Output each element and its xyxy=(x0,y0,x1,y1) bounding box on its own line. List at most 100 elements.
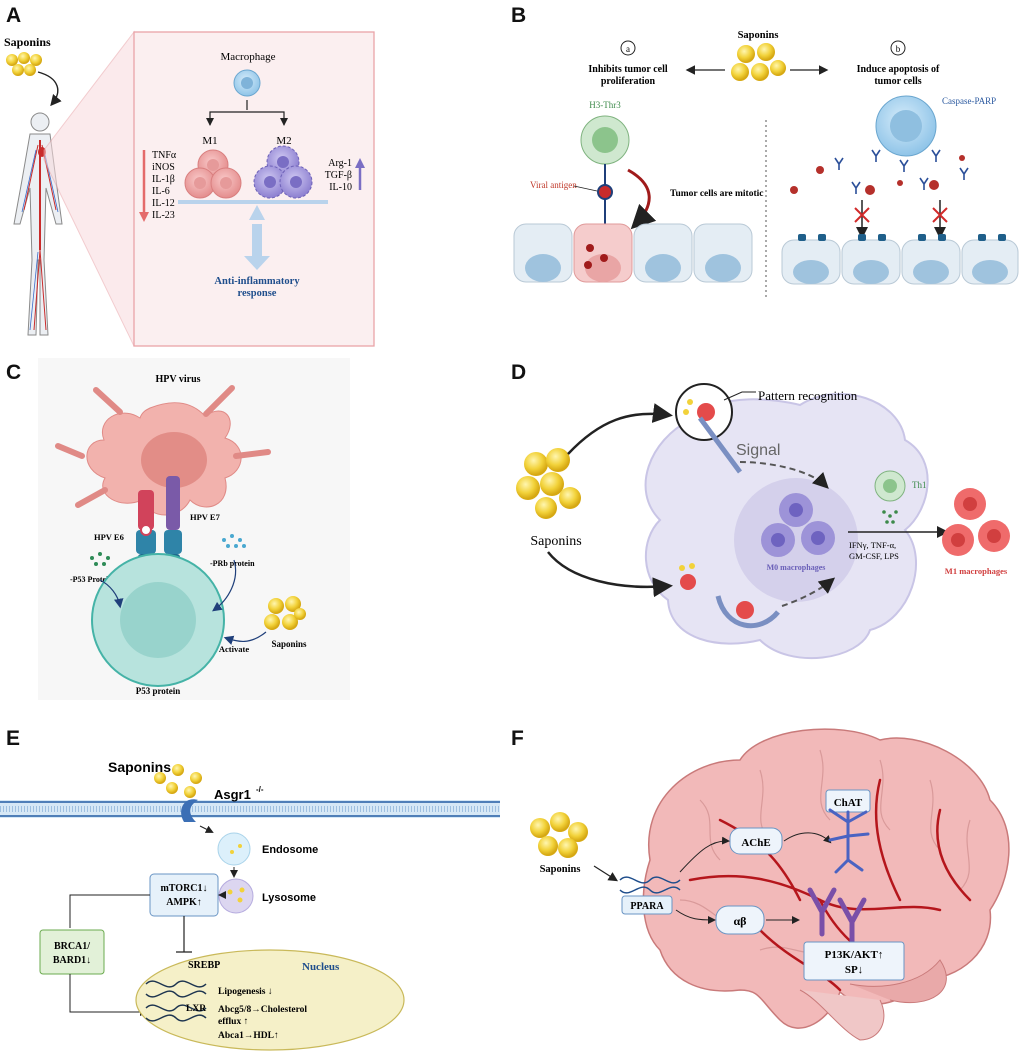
b-left-epithelium xyxy=(513,223,753,283)
m2-marker: TGF-β xyxy=(325,170,352,181)
e-efflux-label: efflux ↑ xyxy=(218,1017,248,1027)
a-response-line1: Anti-inflammatory xyxy=(214,276,300,287)
e-brca-box xyxy=(39,929,105,975)
b-left-title-2: proliferation xyxy=(601,76,656,87)
e-lxr-label: LXR xyxy=(186,1004,206,1014)
panel-d: M0 macrophages Signal Pattern recognitio… xyxy=(516,383,1010,660)
d-m1-label: M1 macrophages xyxy=(945,566,1008,576)
e-abca1-label: Abca1→HDL↑ xyxy=(218,1031,279,1041)
c-saponins-label: Saponins xyxy=(271,639,307,649)
m1-cells xyxy=(184,149,242,199)
antibody-icon xyxy=(834,149,969,194)
d-saponins-label: Saponins xyxy=(530,534,581,549)
panel-letter-e: E xyxy=(6,727,21,750)
b-h3-label: H3-Thr3 xyxy=(589,100,621,110)
panel-letter-b: B xyxy=(511,4,527,27)
a-m1-label: M1 xyxy=(202,135,217,147)
e-mtor-box xyxy=(149,873,219,917)
saponin-cluster-icon xyxy=(264,596,306,630)
dna-icon xyxy=(619,876,681,894)
panel-letter-a: A xyxy=(6,4,22,27)
asgr1-receptor xyxy=(181,799,198,822)
saponin-cluster-icon xyxy=(530,812,588,858)
c-p53-protein-label: P53 protein xyxy=(136,686,181,696)
m1-marker: IL-23 xyxy=(152,210,175,221)
m1-marker: IL-6 xyxy=(152,186,170,197)
m2-cells xyxy=(253,145,313,199)
e-nucleus xyxy=(135,949,405,1051)
e-lysosome-label: Lysosome xyxy=(262,892,316,904)
f-ppara-box xyxy=(621,895,673,915)
c-activate-label: Activate xyxy=(219,644,249,654)
b-marker-a: a xyxy=(626,44,630,54)
panel-e: Saponins Asgr1 -/- Endosome Lysosome mTO… xyxy=(0,759,500,1051)
d-nucleus xyxy=(734,478,858,602)
panel-b: Saponins a b Inhibits tumor cell prolife… xyxy=(513,30,1019,300)
m2-marker: Arg-1 xyxy=(328,158,352,169)
c-hpv-e6-label: HPV E6 xyxy=(94,532,124,542)
d-pattern-label: Pattern recognition xyxy=(758,388,858,403)
a-macrophage-label: Macrophage xyxy=(221,51,276,63)
m1-marker: IL-1β xyxy=(152,174,175,185)
e-brca1-label: BRCA1/ xyxy=(54,941,90,952)
m1-marker: IL-12 xyxy=(152,198,175,209)
f-pi3k-box xyxy=(803,941,905,981)
f-ache-box xyxy=(729,827,783,855)
panel-a: Saponins Macrophage M1 M2 xyxy=(4,30,375,347)
b-right-epithelium xyxy=(781,234,1019,285)
d-cytokines-2: GM-CSF, LPS xyxy=(849,551,899,561)
e-endosome-label: Endosome xyxy=(262,844,318,856)
d-th1-label: Th1 xyxy=(912,480,927,490)
f-ab-label: αβ xyxy=(733,914,746,928)
b-right-title-2: tumor cells xyxy=(874,76,921,87)
f-saponins-label: Saponins xyxy=(540,864,581,875)
e-mtorc1-label: mTORC1↓ xyxy=(160,883,207,894)
e-abcg-label: Abcg5/8→Cholesterol xyxy=(218,1005,307,1015)
c-hpv-virus-label: HPV virus xyxy=(155,374,200,385)
f-ppara-label: PPARA xyxy=(630,901,664,912)
b-viral-antigen-label: Viral antigen xyxy=(530,180,577,190)
e-lipogenesis-label: Lipogenesis ↓ xyxy=(218,987,273,997)
e-asgr1-sup: -/- xyxy=(256,785,264,794)
panel-f: Saponins PPARA AChE ChAT αβ P13K/AKT↑ SP… xyxy=(530,728,1010,1041)
d-m1-cells xyxy=(942,488,1010,556)
f-ache-label: AChE xyxy=(741,837,770,849)
a-balance-bar xyxy=(178,200,328,204)
e-ampk-label: AMPK↑ xyxy=(166,897,202,908)
macrophage-icon xyxy=(233,69,261,97)
endosome-icon xyxy=(217,832,251,866)
brain-icon xyxy=(642,728,1010,1041)
f-chat-label: ChAT xyxy=(834,797,863,809)
d-m0-cells xyxy=(761,493,835,557)
c-p53-dots xyxy=(90,552,110,566)
panel-letter-f: F xyxy=(511,727,524,750)
d-m0-label: M0 macrophages xyxy=(767,563,826,572)
d-signal-label: Signal xyxy=(736,442,780,459)
panel-letter-c: C xyxy=(6,361,22,384)
e-srebp-label: SREBP xyxy=(188,960,220,971)
virus-icon xyxy=(55,385,271,516)
m1-marker: iNOS xyxy=(152,162,175,173)
a-m2-label: M2 xyxy=(276,135,291,147)
panel-letter-d: D xyxy=(511,361,527,384)
b-caspase-label: Caspase-PARP xyxy=(942,96,996,106)
e-bard1-label: BARD1↓ xyxy=(53,955,91,966)
m1-marker: TNFα xyxy=(152,150,177,161)
f-sp-label: SP↓ xyxy=(845,964,863,976)
b-marker-b: b xyxy=(896,44,901,54)
m2-marker-list: Arg-1 TGF-β IL-10 xyxy=(325,158,352,193)
antibody-icon xyxy=(807,887,867,947)
neuron-icon xyxy=(828,808,870,874)
b-right-title-1: Induce apoptosis of xyxy=(857,64,940,75)
m1-marker-list: TNFα iNOS IL-1β IL-6 IL-12 IL-23 xyxy=(152,150,177,221)
b-saponins-label: Saponins xyxy=(738,30,779,41)
lysosome-icon xyxy=(218,878,254,914)
e-membrane xyxy=(0,800,500,818)
saponin-cluster-icon xyxy=(731,43,786,81)
f-ab-box xyxy=(715,905,765,935)
dna-icon xyxy=(145,980,207,1022)
c-prb-label: -PRb protein xyxy=(210,559,255,568)
panel-c: HPV virus HPV E6 HPV E7 -P53 Protein xyxy=(38,358,350,700)
a-response-line2: response xyxy=(238,288,277,299)
